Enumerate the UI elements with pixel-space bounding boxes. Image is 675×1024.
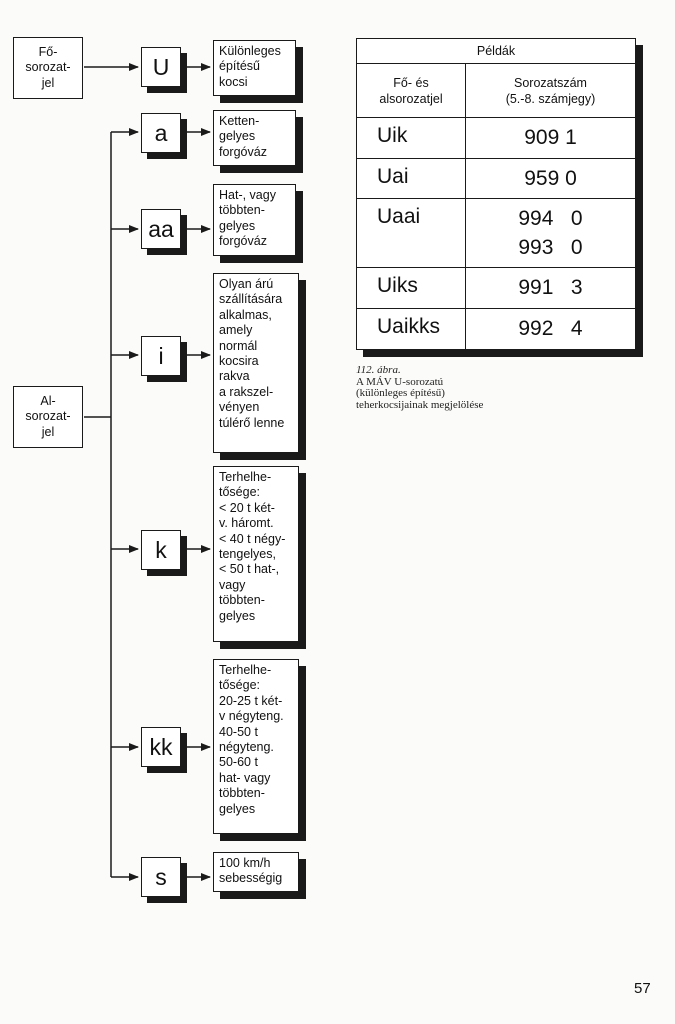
row-number: 909 1: [524, 126, 577, 149]
main-series-label: Fő- sorozat- jel: [13, 37, 83, 99]
figure-caption: 112. ábra. A MÁV U-sorozatú (különleges …: [356, 364, 484, 411]
col1-header: Fő- és alsorozatjel: [357, 64, 466, 117]
table-row: Uiks 991 3: [357, 268, 635, 309]
row-number: 991 3: [518, 276, 583, 299]
desc-box-kk: Terhelhe- tősége: 20-25 t két- v négyten…: [213, 659, 299, 834]
code-box-a: a: [141, 113, 181, 153]
row-code: Uik: [357, 118, 466, 158]
table-row: Uaikks 992 4: [357, 309, 635, 349]
desc-box-k: Terhelhe- tősége: < 20 t két- v. háromt.…: [213, 466, 299, 642]
row-code: Uai: [357, 159, 466, 198]
desc-box-a: Ketten- gelyes forgóváz: [213, 110, 296, 166]
code-box-k: k: [141, 530, 181, 570]
table-row: Uai 959 0: [357, 159, 635, 199]
row-number: 992 4: [518, 317, 583, 340]
row-code: Uaai: [357, 199, 466, 267]
table-header: Fő- és alsorozatjel Sorozatszám (5.-8. s…: [357, 64, 635, 118]
row-number: 994 0: [518, 207, 583, 230]
code-box-aa: aa: [141, 209, 181, 249]
row-code: Uiks: [357, 268, 466, 308]
row-number: 993 0: [518, 236, 583, 259]
page-number: 57: [634, 980, 651, 997]
caption-line-3: teherkocsijainak megjelölése: [356, 398, 484, 411]
caption-line-1: A MÁV U-sorozatú: [356, 375, 444, 388]
code-box-i: i: [141, 336, 181, 376]
row-code: Uaikks: [357, 309, 466, 349]
desc-box-u: Különleges építésű kocsi: [213, 40, 296, 96]
examples-table: Példák Fő- és alsorozatjel Sorozatszám (…: [356, 38, 636, 350]
desc-box-aa: Hat-, vagy többten- gelyes forgóváz: [213, 184, 296, 256]
caption-line-2: (különleges építésű): [356, 387, 445, 399]
sub-series-label: Al- sorozat- jel: [13, 386, 83, 448]
table-title: Példák: [357, 39, 635, 64]
code-box-s: s: [141, 857, 181, 897]
figure-number: 112. ábra.: [356, 364, 401, 376]
table-row: Uik 909 1: [357, 118, 635, 159]
row-number: 959 0: [524, 166, 577, 190]
code-box-kk: kk: [141, 727, 181, 767]
table-row: Uaai 994 0 993 0: [357, 199, 635, 268]
desc-box-i: Olyan árú szállítására alkalmas, amely n…: [213, 273, 299, 453]
col2-header: Sorozatszám (5.-8. számjegy): [505, 75, 596, 106]
desc-box-s: 100 km/h sebességig: [213, 852, 299, 892]
code-box-u: U: [141, 47, 181, 87]
